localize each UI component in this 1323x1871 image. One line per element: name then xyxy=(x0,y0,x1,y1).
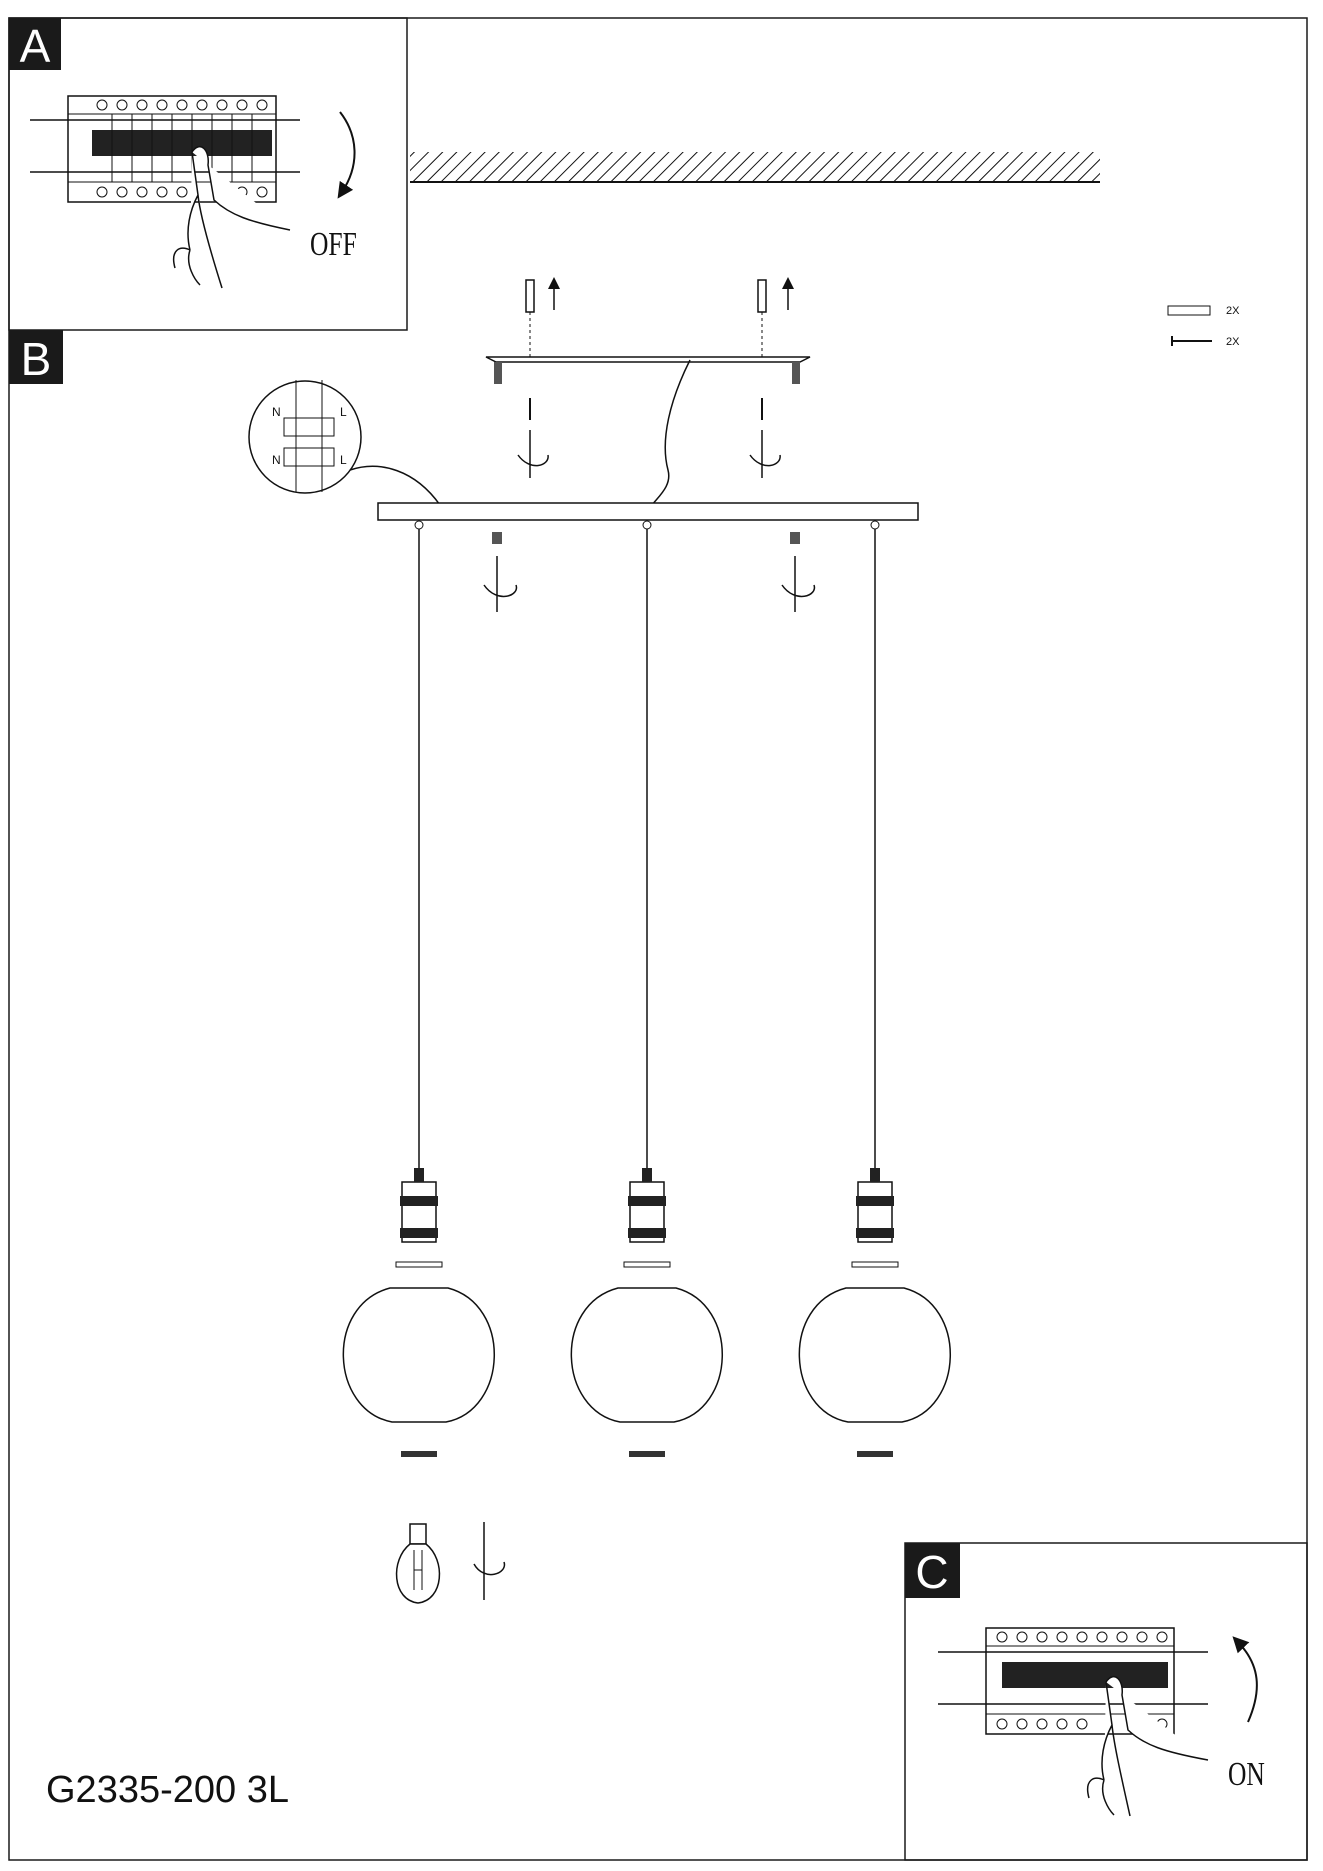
wall-plug-icon xyxy=(1167,305,1211,316)
breaker-panel-icon xyxy=(30,95,300,289)
pendant-2 xyxy=(570,520,723,1457)
panel-c-label-box xyxy=(905,1543,960,1598)
off-arrow-icon xyxy=(337,111,356,199)
panel-c: C ON xyxy=(904,1542,1308,1861)
rotate-arrow-icon xyxy=(473,1522,506,1600)
rotate-arrow-icon xyxy=(483,556,518,612)
terminal-live-top: L xyxy=(340,405,347,419)
pendant-1 xyxy=(342,520,495,1457)
glass-shade xyxy=(798,1287,951,1423)
panel-b: B xyxy=(9,330,63,385)
terminal-live-bottom: L xyxy=(340,453,347,467)
light-bulb-icon xyxy=(395,1522,506,1604)
ceiling-hatch xyxy=(410,152,1100,182)
panel-a-frame xyxy=(8,17,408,331)
off-label: OFF xyxy=(310,224,357,262)
canopy-bar xyxy=(377,502,919,521)
rotate-arrow-icon xyxy=(517,430,549,478)
on-arrow-icon xyxy=(1232,1636,1258,1723)
canopy-screw-right xyxy=(781,532,816,612)
page-frame xyxy=(8,17,1308,1861)
screw-left xyxy=(517,398,549,478)
panel-a: A xyxy=(8,17,408,331)
wall-plug-quantity: 2X xyxy=(1226,305,1240,317)
hand-icon xyxy=(173,146,291,289)
glass-shade xyxy=(570,1287,723,1423)
wall-plug-right xyxy=(757,277,794,358)
breaker-switches xyxy=(92,99,272,198)
panel-c-label: C xyxy=(915,1546,948,1598)
wall-plug-left xyxy=(525,277,560,358)
screw-right xyxy=(749,398,781,478)
hardware-legend: 2X 2X xyxy=(1167,305,1240,348)
glass-shade xyxy=(342,1287,495,1423)
panel-a-label: A xyxy=(20,20,51,72)
mounting-bracket xyxy=(485,356,811,384)
terminal-neutral-top: N xyxy=(272,405,281,419)
hand-icon xyxy=(1087,1676,1209,1817)
screw-icon xyxy=(1171,336,1212,346)
panel-a-label-box xyxy=(9,18,61,70)
supply-cable xyxy=(651,359,691,506)
rotate-arrow-icon xyxy=(749,430,781,478)
model-number: G2335-200 3L xyxy=(46,1769,289,1811)
screw-quantity: 2X xyxy=(1226,336,1240,348)
terminal-neutral-bottom: N xyxy=(272,453,281,467)
breaker-panel-icon xyxy=(938,1627,1209,1817)
panel-c-frame xyxy=(904,1542,1308,1861)
panel-b-label: B xyxy=(21,333,52,385)
rotate-arrow-icon xyxy=(781,556,816,612)
canopy-screw-left xyxy=(483,532,518,612)
terminal-block-detail: N L N L xyxy=(248,380,441,506)
panel-b-label-box xyxy=(9,330,63,384)
pendant-3 xyxy=(798,520,951,1457)
on-label: ON xyxy=(1228,1754,1265,1792)
